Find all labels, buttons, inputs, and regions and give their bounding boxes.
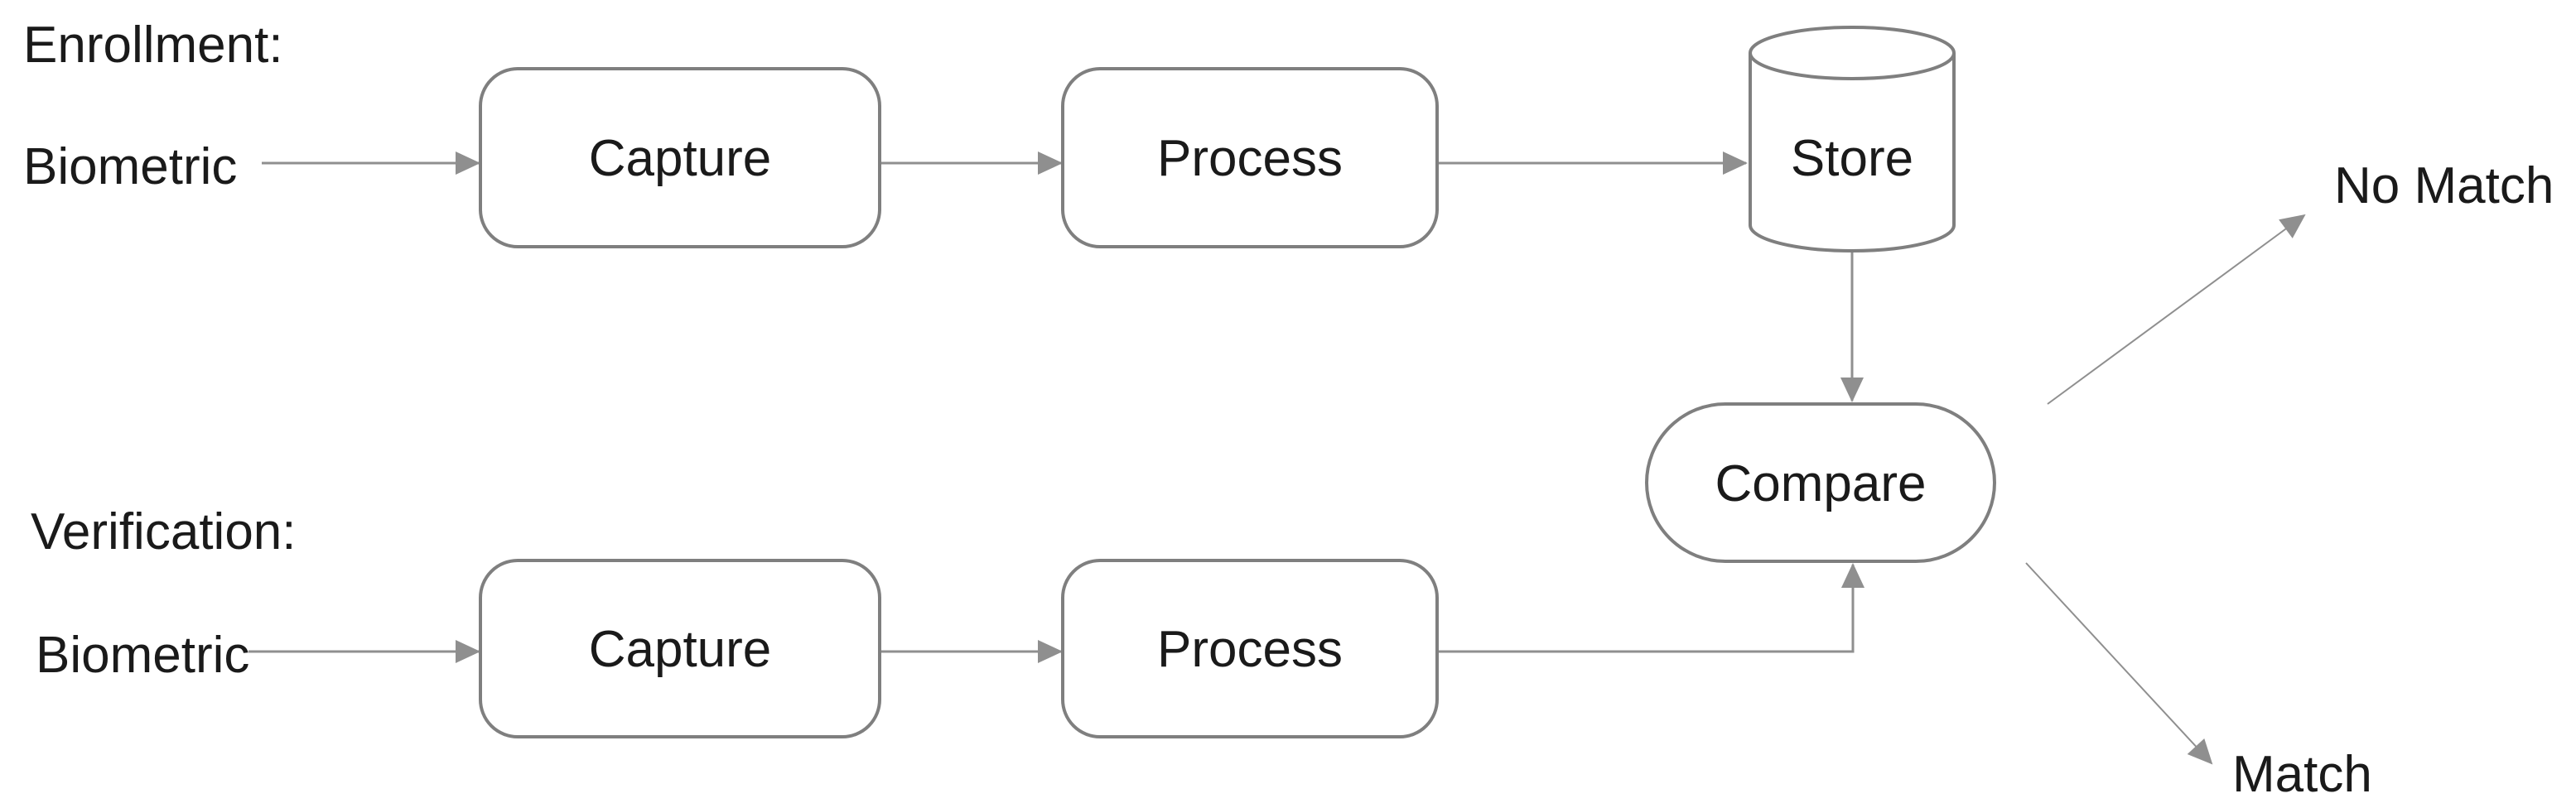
node-store-cylinder	[1749, 26, 1956, 252]
enrollment-section-label: Enrollment:	[23, 17, 283, 74]
arrow-compare-to-match	[2025, 562, 2213, 765]
node-compare	[1645, 402, 1996, 563]
node-process-verification-label: Process	[1157, 621, 1343, 678]
node-capture-enrollment-label: Capture	[589, 130, 772, 187]
verification-section-label: Verification:	[31, 503, 297, 560]
node-capture-enrollment	[479, 67, 881, 248]
arrow-process-verification-to-compare	[1437, 563, 1864, 653]
node-process-enrollment	[1061, 67, 1439, 248]
node-process-verification	[1061, 559, 1439, 738]
node-process-enrollment-label: Process	[1157, 130, 1343, 187]
outcome-match-label: Match	[2232, 746, 2372, 803]
node-compare-label: Compare	[1715, 455, 1927, 512]
node-capture-verification-label: Capture	[589, 621, 772, 678]
store-cylinder-body	[1749, 53, 1956, 252]
enrollment-biometric-label: Biometric	[23, 138, 237, 195]
store-cylinder-top	[1749, 26, 1956, 80]
verification-biometric-label: Biometric	[36, 627, 249, 684]
outcome-no-match-label: No Match	[2334, 157, 2554, 214]
node-store-label: Store	[1791, 130, 1913, 187]
arrow-compare-to-no-match	[2047, 214, 2306, 405]
node-capture-verification	[479, 559, 881, 738]
